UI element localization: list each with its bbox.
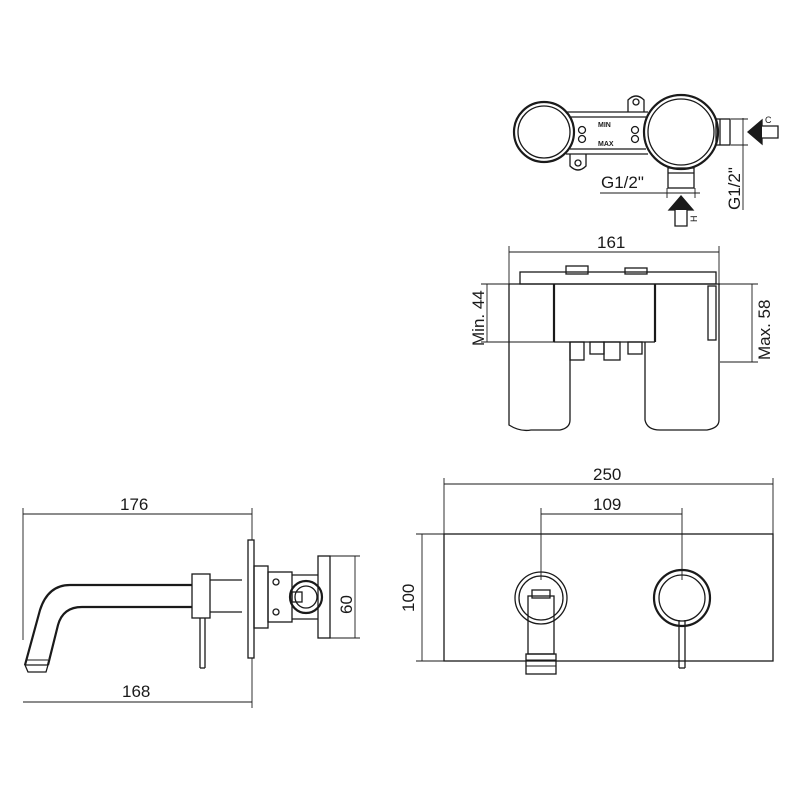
thread-bottom-label: G1/2" [601,173,644,192]
max-depth-dim: Max. 58 [755,300,774,360]
lever-rosette [652,568,712,628]
spout-outline [23,583,192,666]
plate-height-dim: 100 [399,584,418,612]
spout-length-dim: 168 [122,682,150,701]
min-marking: MIN [598,122,611,129]
plate-width-dim: 250 [593,465,621,484]
profile-view: 176 60 168 [22,495,360,708]
side-body-view: 161 Min. 44 Max. 58 [469,233,774,432]
right-body-circle [642,93,720,171]
spout-rosette [514,571,568,625]
cover-plate [443,533,774,662]
overall-length-dim: 176 [120,495,148,514]
thread-side-label: G1/2" [725,167,744,210]
height-dim: 60 [337,595,356,614]
body-width-dim: 161 [597,233,625,252]
centers-dim: 109 [593,495,621,514]
front-view: 250 109 100 [399,465,774,675]
hot-inlet-label: H [689,216,699,223]
top-view: MIN MAX G1/2" G1/2" C H [512,93,779,227]
left-body-circle [512,100,576,164]
cold-inlet-label: C [765,115,772,125]
max-marking: MAX [598,141,614,148]
min-depth-dim: Min. 44 [469,290,488,346]
